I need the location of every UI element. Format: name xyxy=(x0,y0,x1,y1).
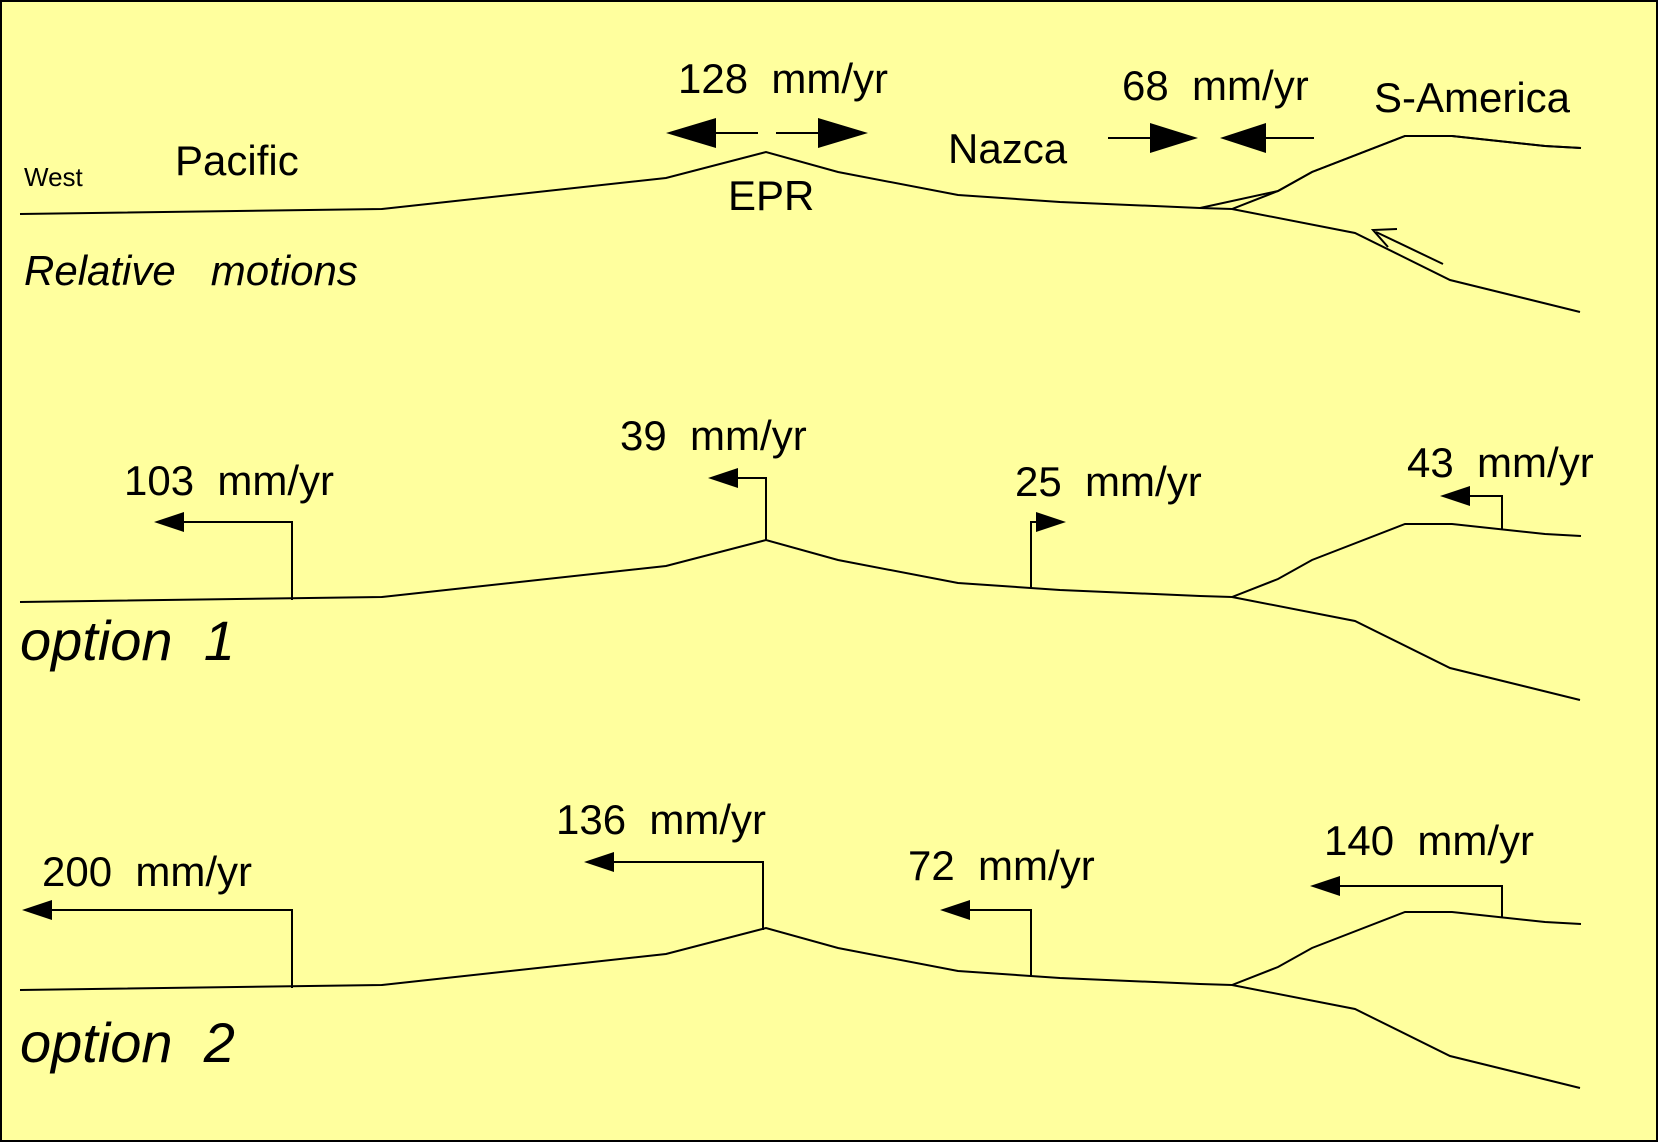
divergent-arrows-icon xyxy=(666,118,868,148)
south-america-motion-arrow xyxy=(1338,885,1503,918)
convergent-arrows-icon xyxy=(1108,123,1314,153)
arrowhead-left-icon xyxy=(1440,486,1470,506)
option-2-panel: 200 mm/yr 136 mm/yr 72 mm/yr 140 mm/yr o… xyxy=(19,796,1582,1089)
pacific-label: Pacific xyxy=(175,137,299,184)
nazca-rate-label: 72 mm/yr xyxy=(908,842,1095,889)
south-america-rate-label: 140 mm/yr xyxy=(1324,817,1534,864)
ridge-motion-arrow xyxy=(612,861,764,930)
ridge-rate-label: 39 mm/yr xyxy=(620,412,807,459)
subducting-slab xyxy=(1231,208,1581,313)
option-1-title: option 1 xyxy=(20,609,235,672)
pacific-motion-arrow xyxy=(182,521,293,600)
nazca-motion-arrow xyxy=(968,909,1032,976)
south-america-rate-label: 43 mm/yr xyxy=(1407,439,1594,486)
pacific-nazca-surface xyxy=(19,523,1582,603)
south-america-label: S-America xyxy=(1374,74,1571,121)
option-1-panel: 103 mm/yr 39 mm/yr 25 mm/yr 43 mm/yr opt… xyxy=(19,412,1594,701)
arrowhead-left-icon xyxy=(940,900,970,920)
nazca-rate-label: 25 mm/yr xyxy=(1015,458,1202,505)
ridge-rate-label: 136 mm/yr xyxy=(556,796,766,843)
relative-motions-panel: West Pacific EPR Nazca S-America Relativ… xyxy=(19,55,1582,313)
pacific-rate-label: 103 mm/yr xyxy=(124,457,334,504)
west-label: West xyxy=(24,162,84,192)
south-america-motion-arrow xyxy=(1468,495,1503,530)
relative-motions-title: Relative motions xyxy=(24,247,358,294)
subducting-slab xyxy=(1231,596,1581,701)
arrowhead-right-icon xyxy=(1036,512,1066,532)
pacific-nazca-surface xyxy=(19,911,1582,991)
pacific-motion-arrow xyxy=(50,909,293,988)
spreading-rate-label: 128 mm/yr xyxy=(678,55,888,102)
convergence-rate-label: 68 mm/yr xyxy=(1122,62,1309,109)
nazca-motion-arrow xyxy=(1030,521,1038,588)
nazca-label: Nazca xyxy=(948,125,1068,172)
subduction-motion-arrow xyxy=(1375,231,1444,265)
arrowhead-left-icon xyxy=(584,852,614,872)
arrowhead-left-icon xyxy=(1310,876,1340,896)
pacific-rate-label: 200 mm/yr xyxy=(42,848,252,895)
ridge-motion-arrow xyxy=(736,477,767,540)
south-america-surface xyxy=(1199,135,1582,209)
subduction-arrowhead-icon xyxy=(1370,228,1398,248)
epr-label: EPR xyxy=(728,172,814,219)
arrowhead-left-icon xyxy=(708,468,738,488)
arrowhead-left-icon xyxy=(154,512,184,532)
option-2-title: option 2 xyxy=(20,1011,235,1074)
subducting-slab xyxy=(1231,984,1581,1089)
arrowhead-left-icon xyxy=(22,900,52,920)
